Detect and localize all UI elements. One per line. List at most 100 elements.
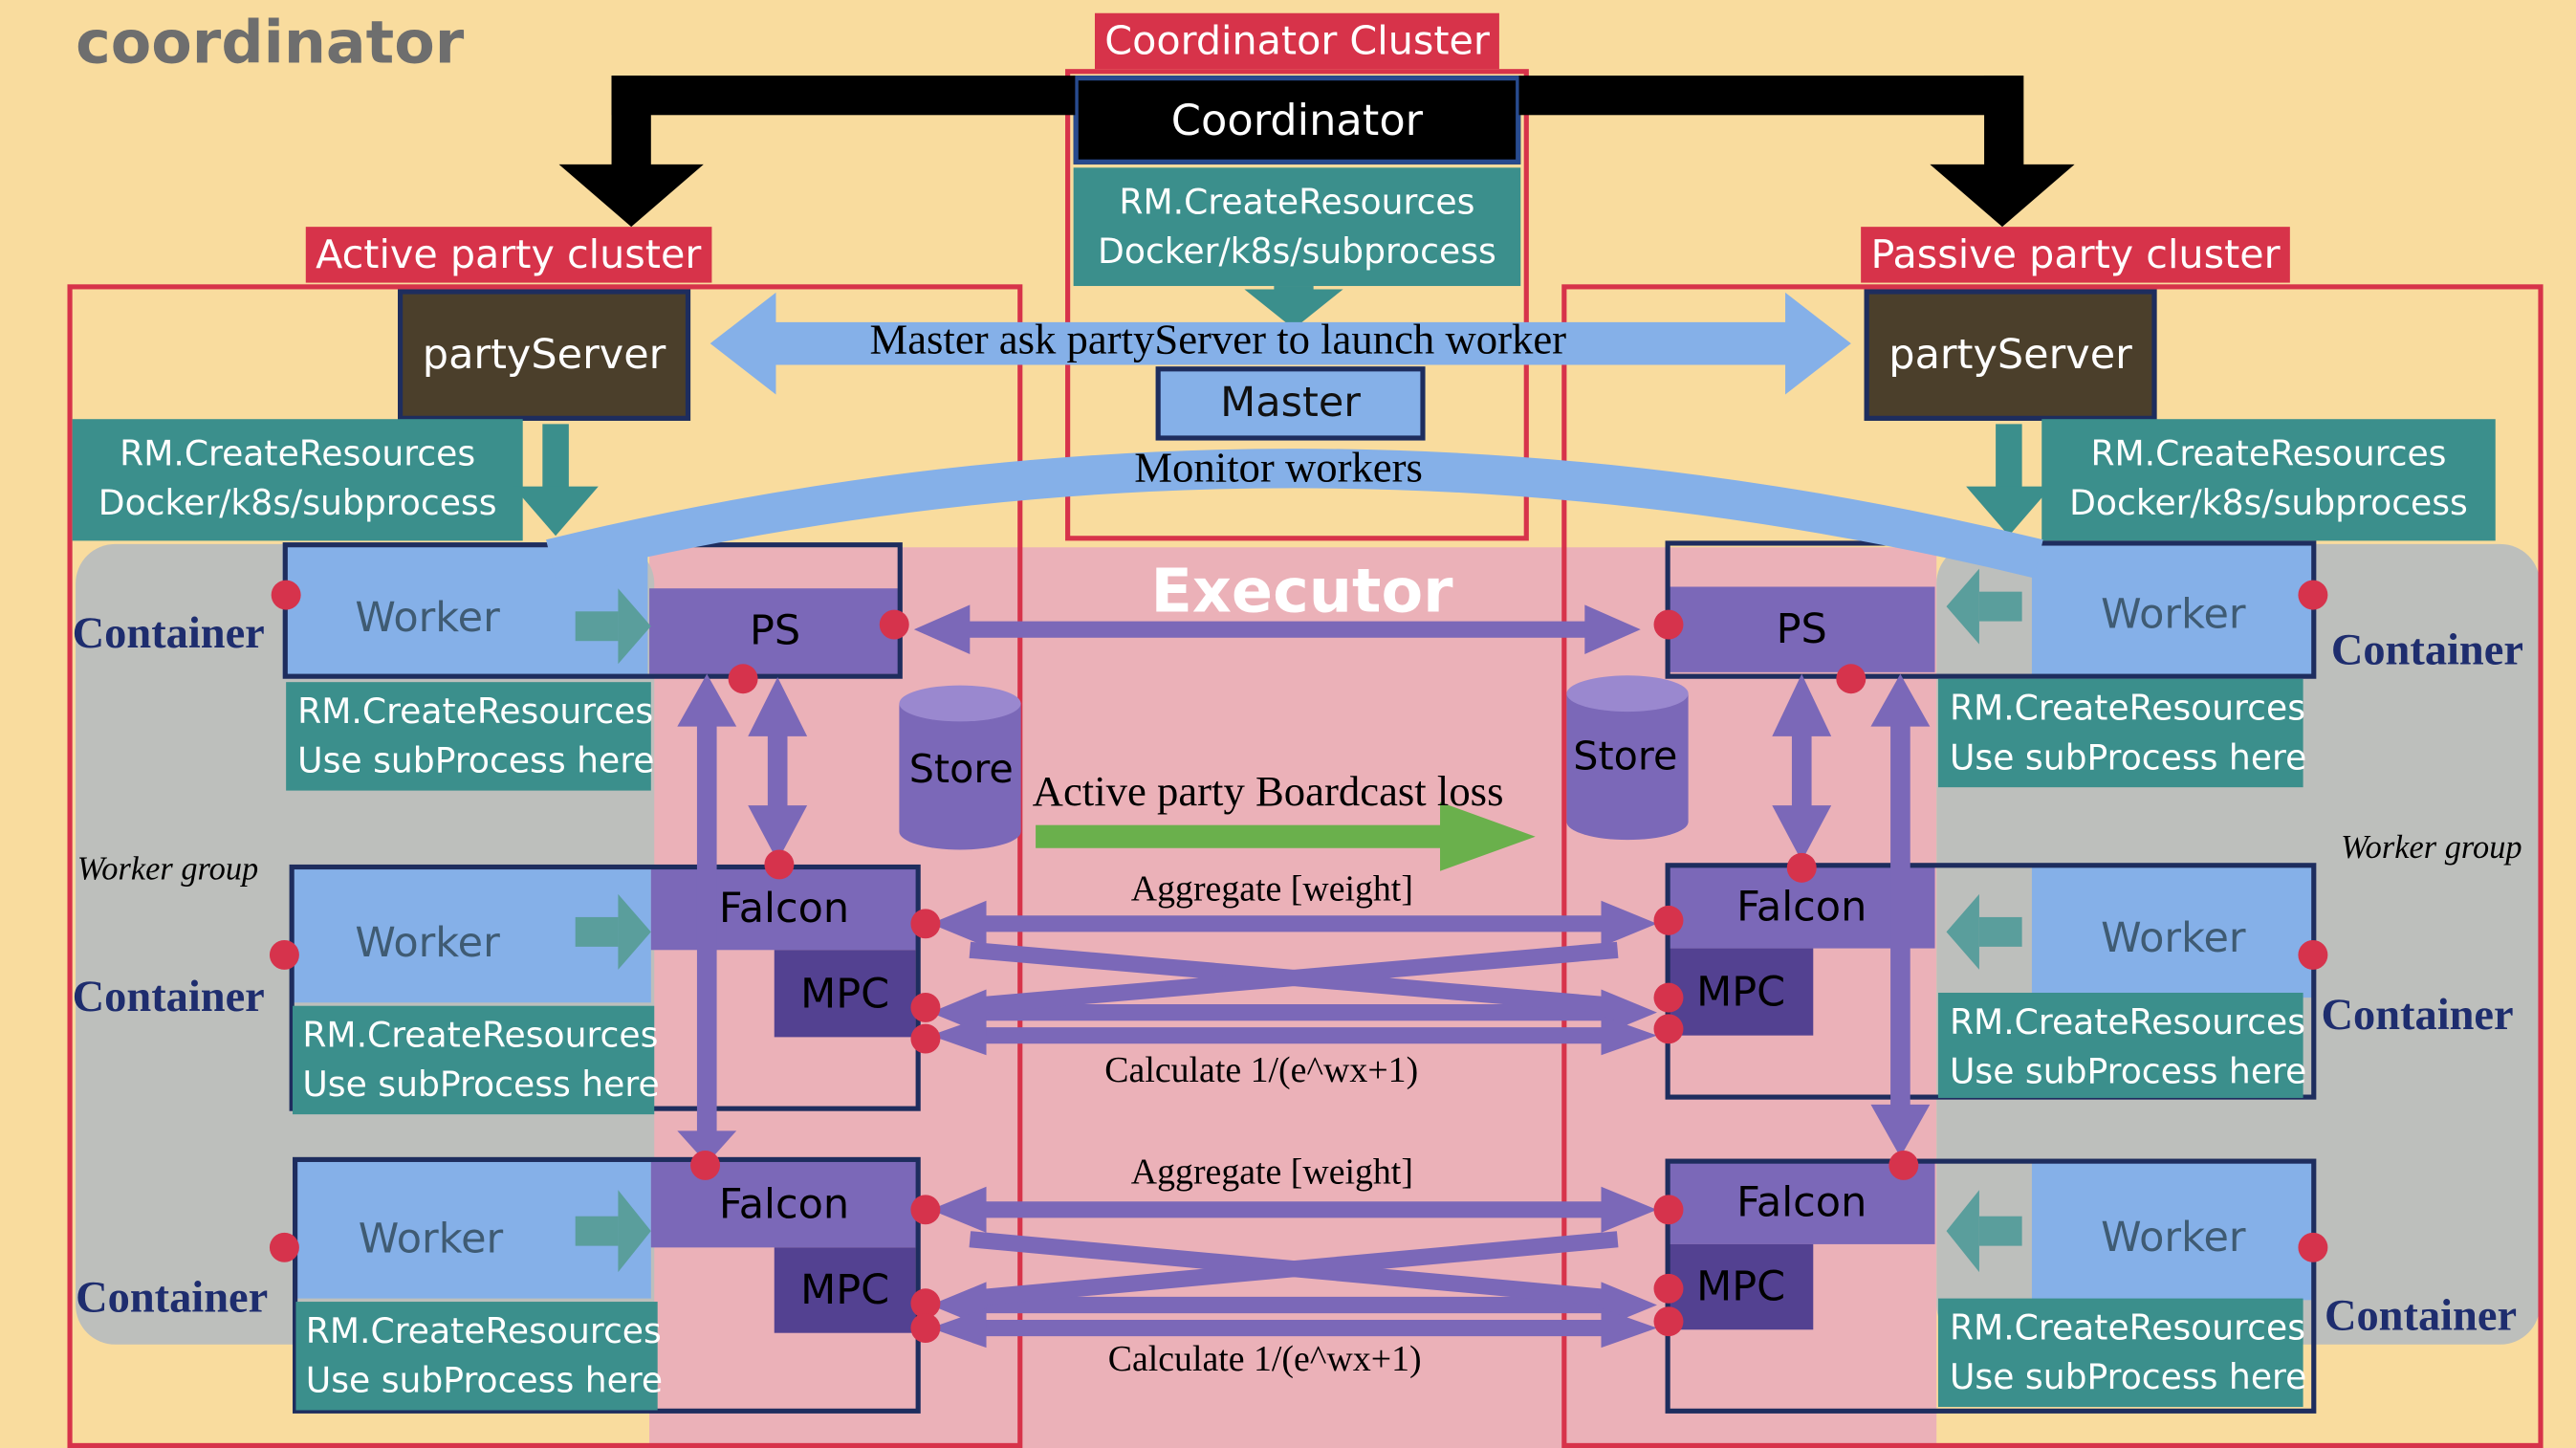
passive-falcon-2: Falcon	[1668, 1161, 1935, 1244]
passive-mpc-1: MPC	[1668, 948, 1814, 1036]
broadcast-arrow	[1036, 801, 1536, 871]
port-dot	[728, 664, 758, 694]
worker-label: Worker	[355, 593, 500, 642]
passive-worker-2: Worker	[2031, 866, 2315, 998]
rm-line1: RM.CreateResources	[1949, 1307, 2306, 1349]
master-box: Master	[1155, 366, 1426, 441]
passive-rm-line2: Docker/k8s/subprocess	[2069, 483, 2468, 523]
active-container-3: Container	[76, 1272, 269, 1322]
port-dot	[910, 1195, 941, 1225]
falcon-arrowheads-2	[930, 1186, 1657, 1349]
active-vertical-arrows	[677, 673, 808, 1164]
port-dot	[1653, 1273, 1684, 1304]
passive-rm-3: RM.CreateResources Use subProcess here	[1937, 1298, 2307, 1408]
store-cylinder-passive	[1566, 675, 1689, 841]
store-label-active: Store	[908, 746, 1014, 793]
rm-line2: Use subProcess here	[1949, 1357, 2307, 1397]
active-unit-3-frame	[293, 1156, 921, 1414]
passive-cluster-label: Passive party cluster	[1861, 227, 2290, 283]
store-label-passive: Store	[1573, 733, 1678, 779]
port-dot	[1888, 1150, 1919, 1180]
port-dot	[269, 1232, 299, 1262]
port-dot	[1653, 905, 1684, 935]
port-dot	[2298, 1232, 2328, 1262]
page-title: coordinator	[76, 10, 465, 77]
passive-worker-1: Worker	[2031, 542, 2315, 678]
coordinator-cluster-label: Coordinator Cluster	[1094, 12, 1500, 70]
coordinator-box: Coordinator	[1073, 76, 1521, 165]
coordinator-arrows	[558, 76, 2075, 228]
calculate-label-1: Calculate 1/(e^wx+1)	[1104, 1048, 1419, 1090]
port-dot	[1786, 852, 1817, 883]
falcon-arrows-1	[969, 915, 1619, 1044]
active-partyserver: partyServer	[398, 289, 691, 421]
port-dot	[269, 939, 299, 970]
worker-label: Worker	[358, 1214, 504, 1262]
master-ask-arrow	[709, 292, 1851, 395]
port-dot	[910, 992, 941, 1022]
executor-label: Executor	[1150, 555, 1453, 626]
active-mpc-2: MPC	[774, 1247, 916, 1333]
calculate-label-2: Calculate 1/(e^wx+1)	[1107, 1337, 1422, 1379]
port-dot	[910, 909, 941, 939]
active-container-2: Container	[72, 971, 265, 1021]
active-rm-box: RM.CreateResources Docker/k8s/subprocess	[72, 419, 523, 541]
falcon-arrows-2	[969, 1201, 1619, 1337]
active-worker-1: Worker	[282, 542, 648, 678]
coordinator-rm-line2: Docker/k8s/subprocess	[1098, 231, 1496, 272]
port-dot	[1653, 1014, 1684, 1044]
active-rm-1: RM.CreateResources Use subProcess here	[286, 682, 655, 791]
port-dot	[1836, 664, 1867, 694]
port-dot	[1653, 609, 1684, 640]
rm-line1: RM.CreateResources	[305, 1311, 662, 1351]
active-falcon-1: Falcon	[650, 867, 918, 951]
passive-cluster-box	[1561, 284, 2543, 1448]
rm-line2: Use subProcess here	[1949, 1051, 2307, 1092]
rm-line2: Use subProcess here	[305, 1360, 664, 1401]
rm-line1: RM.CreateResources	[302, 1016, 659, 1056]
rm-line2: Use subProcess here	[1949, 737, 2307, 778]
port-dot	[1653, 1195, 1684, 1225]
aggregate-label-2: Aggregate [weight]	[1130, 1150, 1413, 1192]
broadcast-label: Active party Boardcast loss	[1032, 767, 1504, 816]
passive-ps: PS	[1668, 586, 1935, 672]
active-rm-3: RM.CreateResources Use subProcess here	[295, 1302, 664, 1411]
rm-line1: RM.CreateResources	[297, 691, 654, 732]
teal-down-arrows	[513, 286, 2052, 537]
store-cylinder-active	[899, 685, 1021, 850]
rm-line1: RM.CreateResources	[1949, 689, 2306, 729]
worker-arrows	[575, 568, 2022, 1273]
worker-label: Worker	[2101, 589, 2246, 638]
passive-rm-2: RM.CreateResources Use subProcess here	[1937, 992, 2307, 1098]
coordinator-rm-box: RM.CreateResources Docker/k8s/subprocess	[1073, 167, 1521, 287]
passive-rm-line1: RM.CreateResources	[2090, 433, 2447, 473]
worker-label: Worker	[2101, 1213, 2246, 1262]
port-dot	[690, 1150, 721, 1180]
passive-rm-1: RM.CreateResources Use subProcess here	[1937, 678, 2307, 788]
worker-label: Worker	[2101, 913, 2246, 962]
passive-rm-box: RM.CreateResources Docker/k8s/subprocess	[2041, 419, 2496, 541]
active-cluster-label: Active party cluster	[305, 227, 711, 283]
active-cluster-box	[67, 284, 1023, 1448]
passive-container-1: Container	[2330, 625, 2523, 674]
port-dot	[2298, 580, 2328, 610]
port-dot	[1653, 982, 1684, 1013]
rm-line2: Use subProcess here	[297, 741, 655, 781]
active-ps: PS	[649, 588, 902, 674]
passive-container-3: Container	[2324, 1290, 2518, 1340]
active-worker-group: Worker group	[76, 851, 259, 888]
passive-vertical-arrows	[1772, 673, 1931, 1157]
port-dot	[910, 1313, 941, 1344]
active-rm-line2: Docker/k8s/subprocess	[98, 483, 497, 523]
passive-worker-3: Worker	[2031, 1161, 2315, 1301]
passive-worker-group: Worker group	[2341, 829, 2522, 867]
active-mpc-1: MPC	[774, 950, 916, 1038]
active-rm-line1: RM.CreateResources	[120, 433, 476, 473]
coordinator-cluster-box	[1065, 69, 1529, 541]
active-container-1: Container	[72, 607, 265, 658]
port-dot	[910, 1023, 941, 1054]
port-dot	[271, 580, 301, 610]
ps-ps-arrow	[913, 604, 1641, 654]
port-dot	[1653, 1306, 1684, 1337]
